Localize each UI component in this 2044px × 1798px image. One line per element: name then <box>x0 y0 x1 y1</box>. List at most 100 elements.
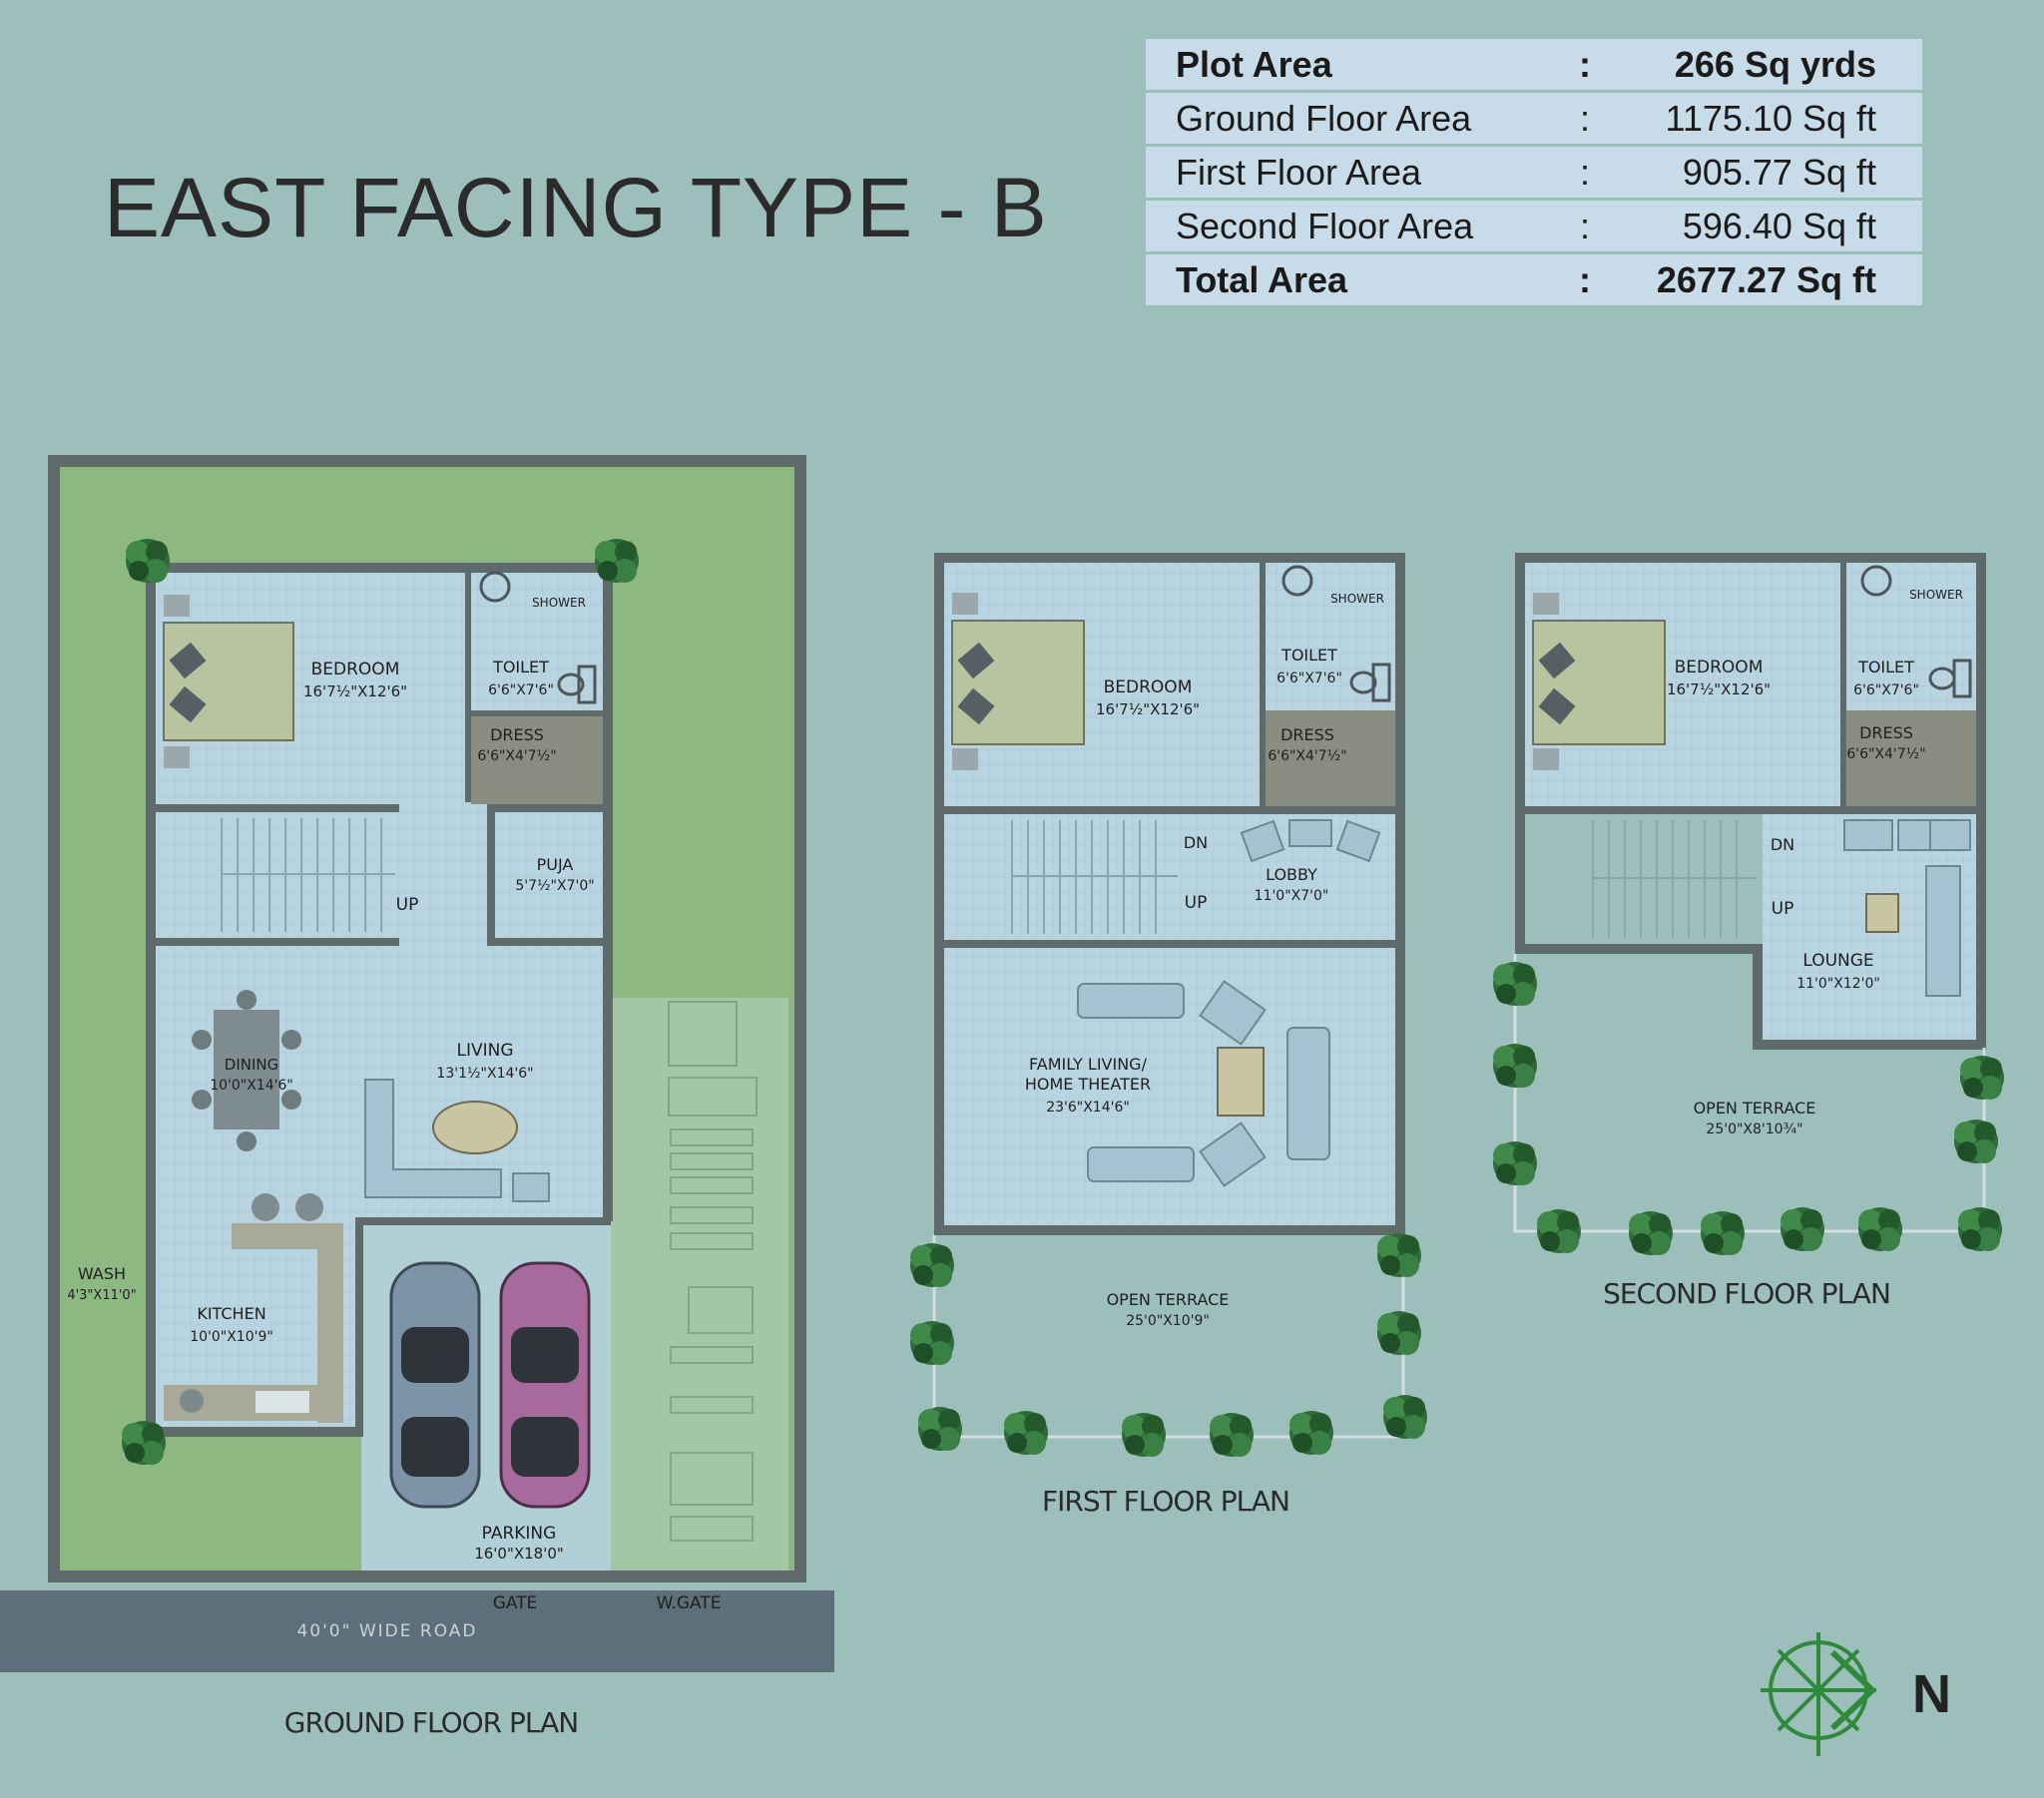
ground-dress-label: DRESS <box>490 725 544 744</box>
dining-size: 10'0"X14'6" <box>210 1078 293 1094</box>
lobby-furniture <box>1240 819 1381 863</box>
tree-icon <box>1537 1209 1581 1253</box>
first-toilet-size: 6'6"X7'6" <box>1277 671 1342 686</box>
ground-bedroom-size: 16'7½"X12'6" <box>303 682 407 700</box>
gate-label: GATE <box>493 1593 538 1613</box>
lobby-size: 11'0"X7'0" <box>1255 888 1329 904</box>
tree-icon <box>126 539 170 583</box>
ground-toilet-size: 6'6"X7'6" <box>488 682 554 698</box>
area-row: Plot Area:266 Sq yrds <box>1146 39 1922 90</box>
second-shower-label: SHOWER <box>1909 588 1963 602</box>
lobby-label: LOBBY <box>1266 865 1317 884</box>
puja-size: 5'7½"X7'0" <box>515 878 594 894</box>
ground-bedroom-label: BEDROOM <box>311 660 400 679</box>
tree-icon <box>1954 1120 1998 1163</box>
second-terrace-size: 25'0"X8'10¾" <box>1706 1122 1802 1137</box>
ground-stairs <box>221 818 395 932</box>
area-separator: : <box>1565 147 1605 198</box>
tree-icon <box>1781 1207 1824 1251</box>
tree-icon <box>1377 1311 1421 1355</box>
first-dress-label: DRESS <box>1280 725 1334 744</box>
area-label: Second Floor Area <box>1146 201 1565 251</box>
area-separator: : <box>1565 39 1605 90</box>
area-row: Total Area:2677.27 Sq ft <box>1146 254 1922 305</box>
tree-icon <box>1004 1411 1048 1455</box>
parking-size: 16'0"X18'0" <box>474 1545 564 1563</box>
tree-icon <box>1858 1207 1902 1251</box>
tree-icon <box>1629 1211 1673 1255</box>
area-label: Total Area <box>1146 254 1565 305</box>
tree-icon <box>1493 962 1537 1006</box>
living-size: 13'1½"X14'6" <box>436 1066 533 1082</box>
paving-stones <box>668 1001 758 1542</box>
first-terrace-label: OPEN TERRACE <box>1107 1290 1230 1309</box>
ground-floor-plan: BEDROOM 16'7½"X12'6" SHOWER TOILET 6'6"X… <box>0 455 834 1739</box>
page-title: EAST FACING TYPE - B <box>104 161 1048 254</box>
first-stairs <box>1011 820 1178 934</box>
driveway <box>611 998 788 1571</box>
tree-icon <box>1289 1411 1333 1455</box>
first-bed <box>951 593 1085 770</box>
ground-washbasin-icon <box>479 571 511 603</box>
first-dn-label: DN <box>1184 833 1208 852</box>
area-label: First Floor Area <box>1146 147 1565 198</box>
tree-icon <box>1493 1141 1537 1185</box>
dining-table <box>192 990 301 1151</box>
living-sofa <box>252 1079 550 1221</box>
area-label: Ground Floor Area <box>1146 93 1565 144</box>
kitchen-size: 10'0"X10'9" <box>190 1329 273 1345</box>
ground-shower-label: SHOWER <box>532 596 586 610</box>
family-size: 23'6"X14'6" <box>1046 1100 1130 1116</box>
home-theater-label: HOME THEATER <box>1025 1075 1151 1094</box>
second-bedroom-label: BEDROOM <box>1675 658 1764 677</box>
road-label: 40'0" WIDE ROAD <box>296 1621 477 1641</box>
living-label: LIVING <box>456 1041 513 1061</box>
wash-label: WASH <box>78 1264 126 1283</box>
first-floor-walls <box>934 553 1405 1235</box>
lounge-label: LOUNGE <box>1802 951 1873 971</box>
family-label: FAMILY LIVING/ <box>1029 1055 1148 1074</box>
second-floor-walls <box>1515 553 1986 1050</box>
parking-label: PARKING <box>482 1524 557 1544</box>
area-value: 596.40 Sq ft <box>1605 201 1922 251</box>
second-bedroom-size: 16'7½"X12'6" <box>1667 680 1771 698</box>
first-plan-title: FIRST FLOOR PLAN <box>1042 1485 1289 1518</box>
area-row: Second Floor Area:596.40 Sq ft <box>1146 201 1922 251</box>
first-up-label: UP <box>1185 893 1208 913</box>
first-bedroom-size: 16'7½"X12'6" <box>1096 700 1200 718</box>
area-value: 1175.10 Sq ft <box>1605 93 1922 144</box>
second-dn-label: DN <box>1771 835 1794 854</box>
second-toilet-size: 6'6"X7'6" <box>1853 682 1919 698</box>
first-dress-size: 6'6"X4'7½" <box>1268 748 1346 764</box>
compass-north-label: N <box>1912 1664 1951 1724</box>
tree-icon <box>1383 1395 1427 1439</box>
first-shower-label: SHOWER <box>1330 592 1384 606</box>
theater-furniture <box>1077 980 1330 1187</box>
area-separator: : <box>1565 201 1605 251</box>
first-toilet-label: TOILET <box>1280 646 1337 665</box>
wash-size: 4'3"X11'0" <box>67 1288 136 1303</box>
second-dress-size: 6'6"X4'7½" <box>1846 746 1925 762</box>
area-separator: : <box>1565 93 1605 144</box>
tree-icon <box>1377 1233 1421 1277</box>
tree-icon <box>910 1243 954 1287</box>
lounge-furniture <box>1843 819 1971 997</box>
puja-label: PUJA <box>537 855 574 874</box>
compass-icon <box>1761 1632 1877 1756</box>
area-separator: : <box>1565 254 1605 305</box>
tree-icon <box>918 1407 962 1451</box>
ground-up-label: UP <box>396 895 419 915</box>
ground-toilet-label: TOILET <box>492 658 549 676</box>
tree-icon <box>1958 1207 2002 1251</box>
second-dress-room <box>1846 710 1976 806</box>
area-value: 266 Sq yrds <box>1605 39 1922 90</box>
second-stairs <box>1592 820 1757 938</box>
first-bedroom-label: BEDROOM <box>1104 677 1193 697</box>
second-toilet-label: TOILET <box>1857 658 1914 676</box>
second-up-label: UP <box>1772 899 1794 919</box>
first-dress-room <box>1266 710 1395 806</box>
second-floor-plan: BEDROOM 16'7½"X12'6" SHOWER TOILET 6'6"X… <box>1493 553 2004 1310</box>
road <box>0 1590 834 1672</box>
